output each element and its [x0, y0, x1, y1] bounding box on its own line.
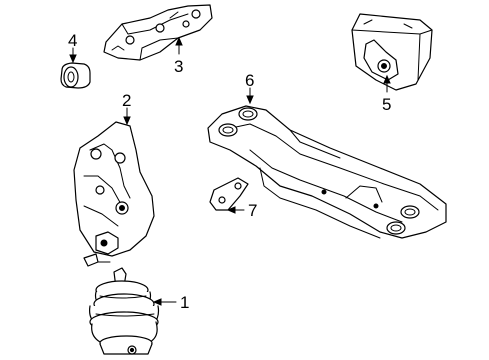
part-6-crossmember — [207, 105, 447, 239]
part-7-small-bracket — [209, 177, 249, 211]
callout-5: 5 — [382, 95, 391, 114]
part-3-upper-bracket — [103, 4, 213, 61]
callout-2: 2 — [122, 91, 131, 110]
callout-4: 4 — [68, 31, 77, 50]
part-2-engine-bracket — [73, 121, 155, 267]
callout-1: 1 — [180, 293, 189, 312]
callout-6: 6 — [245, 71, 254, 90]
part-4-bushing — [60, 62, 91, 89]
part-5-mount-block — [351, 13, 433, 91]
callout-leaders — [69, 36, 391, 306]
part-1-engine-mount — [89, 267, 160, 355]
callout-3: 3 — [174, 57, 183, 76]
callout-labels: 1 2 3 4 5 6 7 — [68, 31, 391, 312]
callout-7: 7 — [248, 201, 257, 220]
